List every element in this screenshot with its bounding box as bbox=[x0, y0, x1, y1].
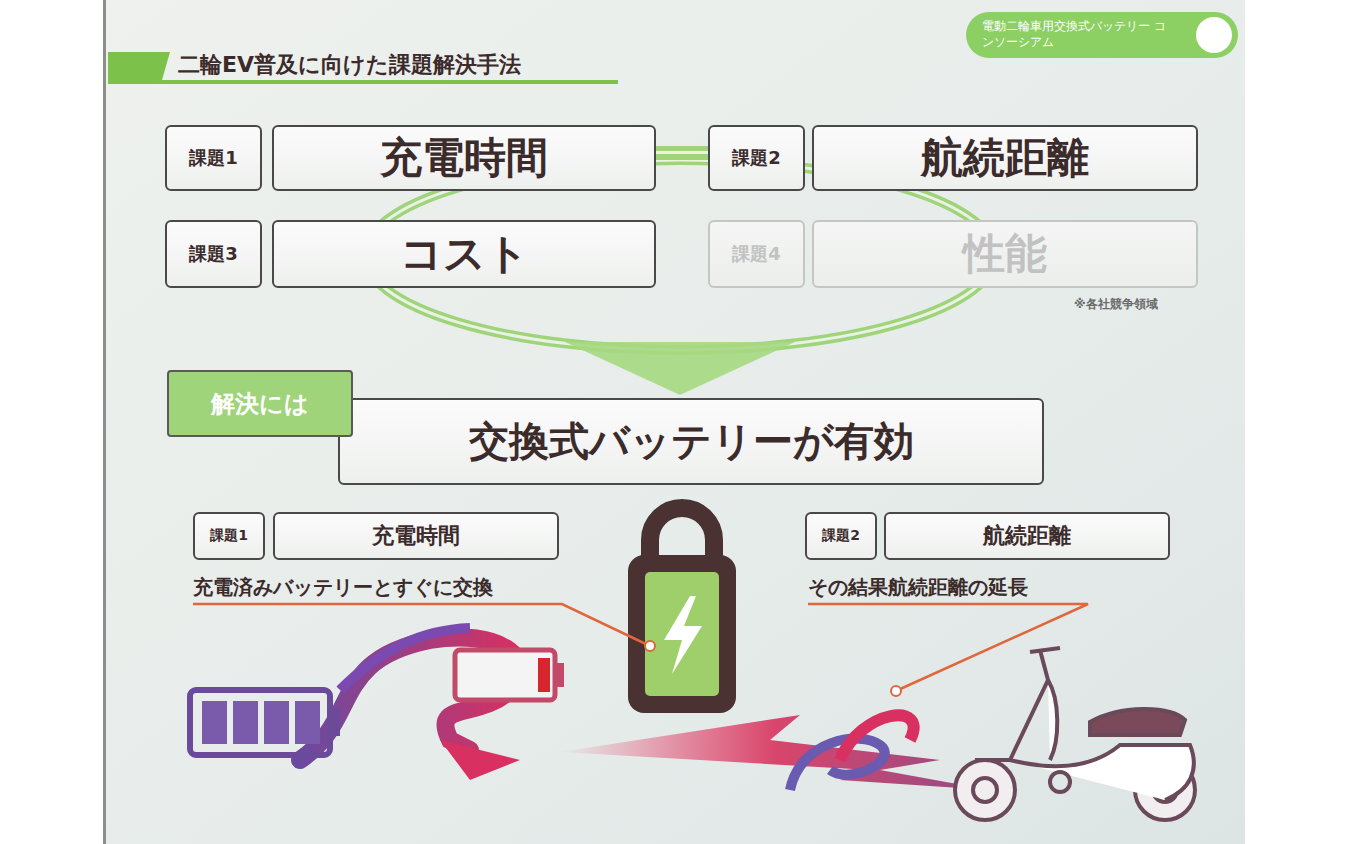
logo-pill: 電動二輪車用交換式バッテリー コンソーシアム bbox=[966, 12, 1238, 58]
caption: その結果航続距離の延長 bbox=[808, 574, 1028, 601]
swap-swirl-back bbox=[340, 628, 470, 690]
issue-box-grey: 性能 bbox=[812, 220, 1198, 288]
leader-dot bbox=[891, 686, 901, 696]
node-text: 課題1 bbox=[210, 527, 248, 545]
issue-tag-grey: 課題4 bbox=[708, 220, 805, 288]
node-text: 電動二輪車用交換式バッテリー コンソーシアム bbox=[982, 19, 1172, 50]
issue-box: 航続距離 bbox=[812, 125, 1198, 191]
node-text: 課題4 bbox=[732, 242, 781, 266]
node-text: 解決には bbox=[211, 388, 309, 420]
node-text: コスト bbox=[400, 226, 529, 282]
issue-box-small: 充電時間 bbox=[273, 512, 559, 560]
swap-battery bbox=[628, 555, 736, 713]
issue-tag-small: 課題2 bbox=[805, 512, 877, 560]
node-text: 充電時間 bbox=[380, 130, 548, 186]
battery-handle bbox=[650, 508, 714, 560]
streak-swirl bbox=[790, 739, 885, 790]
battery-tip bbox=[330, 708, 340, 736]
issue-box-small: 航続距離 bbox=[884, 512, 1170, 560]
energy-streak bbox=[560, 715, 990, 790]
battery-charge bbox=[645, 572, 719, 696]
swirl-head bbox=[440, 740, 520, 780]
slide-ground bbox=[105, 0, 1245, 844]
streak-swirl bbox=[840, 715, 914, 760]
node-text: 充電時間 bbox=[372, 521, 460, 551]
empty-battery bbox=[455, 650, 555, 700]
battery-tip bbox=[555, 663, 564, 687]
node-text: 性能 bbox=[963, 226, 1047, 282]
title-underline bbox=[108, 80, 618, 84]
node-text: 課題1 bbox=[189, 146, 238, 170]
node-text: 交換式バッテリーが有効 bbox=[469, 414, 914, 469]
slide-edge bbox=[103, 0, 106, 844]
battery-cell bbox=[295, 701, 320, 744]
issue-tag: 課題1 bbox=[165, 125, 262, 191]
node-text: 課題2 bbox=[732, 146, 781, 170]
leader-line bbox=[193, 604, 650, 646]
full-battery bbox=[190, 690, 330, 755]
solution-tag: 解決には bbox=[167, 370, 353, 437]
node-text: 航続距離 bbox=[921, 130, 1089, 186]
solution-box: 交換式バッテリーが有効 bbox=[338, 398, 1044, 485]
battery-low-cell bbox=[538, 658, 550, 692]
leader-dot bbox=[645, 641, 655, 651]
battery-cell bbox=[233, 701, 258, 744]
issue-box: コスト bbox=[272, 220, 656, 288]
node-text: 課題2 bbox=[822, 527, 860, 545]
battery-cell bbox=[202, 701, 227, 744]
node-text: 課題3 bbox=[189, 242, 238, 266]
node-text: 航続距離 bbox=[983, 521, 1071, 551]
caption: 充電済みバッテリーとすぐに交換 bbox=[193, 574, 493, 601]
slide-title: 二輪EV普及に向けた課題解決手法 bbox=[178, 50, 521, 80]
issue-tag: 課題3 bbox=[165, 220, 262, 288]
issue-box: 充電時間 bbox=[272, 125, 656, 191]
scooter bbox=[955, 648, 1195, 820]
issue-tag-small: 課題1 bbox=[193, 512, 265, 560]
issue-tag: 課題2 bbox=[708, 125, 805, 191]
title-marker bbox=[108, 52, 170, 80]
lightning bbox=[664, 596, 702, 674]
logo-circle bbox=[1196, 17, 1232, 53]
note: ※各社競争領域 bbox=[1074, 296, 1158, 313]
battery-cell bbox=[264, 701, 289, 744]
down-arrow bbox=[565, 342, 795, 395]
